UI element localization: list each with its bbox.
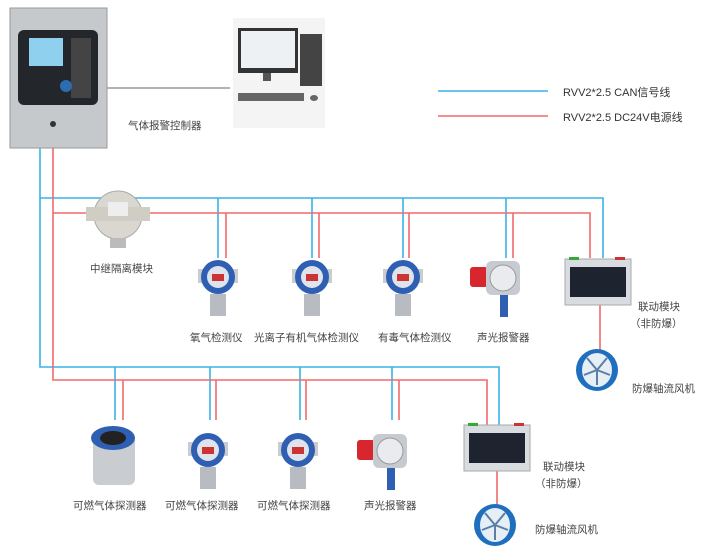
legend-signal-label: RVV2*2.5 CAN信号线: [563, 85, 670, 99]
device-label: 声光报警器: [477, 331, 530, 344]
device-label: 声光报警器: [364, 499, 417, 512]
combustible-gas-detector: [188, 433, 228, 489]
signal-wiring: [39, 148, 604, 425]
device-label: 光离子有机气体检测仪: [254, 331, 359, 344]
link-module: [564, 256, 632, 306]
gas-alarm-controller: [9, 7, 108, 149]
device-label: 可燃气体探测器: [73, 499, 147, 512]
sound-light-alarm: [356, 433, 408, 491]
link-module-sublabel: （非防爆）: [535, 477, 588, 490]
explosion-proof-fan: [575, 348, 619, 392]
combustible-gas-detector: [91, 426, 135, 485]
device-label: 氧气检测仪: [190, 331, 243, 344]
explosion-proof-fan: [473, 503, 517, 547]
link-module-label: 联动模块: [638, 301, 680, 313]
device-label: 可燃气体探测器: [257, 499, 331, 512]
combustible-gas-detector: [278, 433, 318, 489]
device-label: 有毒气体检测仪: [378, 331, 452, 344]
oxygen-detector: [198, 260, 238, 316]
legend: RVV2*2.5 CAN信号线 RVV2*2.5 DC24V电源线: [438, 85, 683, 124]
relay-isolation-module: [86, 190, 150, 248]
controller-label: 气体报警控制器: [128, 119, 202, 132]
link-module-sublabel: （非防爆）: [630, 317, 683, 330]
sound-light-alarm: [469, 260, 521, 318]
fan-label: 防爆轴流风机: [535, 523, 598, 536]
computer: [233, 18, 325, 128]
toxic-gas-detector: [383, 260, 423, 316]
power-wiring: [52, 148, 601, 505]
link-module: [463, 422, 531, 472]
fan-label: 防爆轴流风机: [632, 382, 695, 395]
legend-power-label: RVV2*2.5 DC24V电源线: [563, 110, 683, 124]
device-label: 可燃气体探测器: [165, 499, 239, 512]
link-module-label: 联动模块: [543, 461, 585, 473]
relay-module-label: 中继隔离模块: [90, 262, 153, 275]
pid-voc-detector: [292, 260, 332, 316]
